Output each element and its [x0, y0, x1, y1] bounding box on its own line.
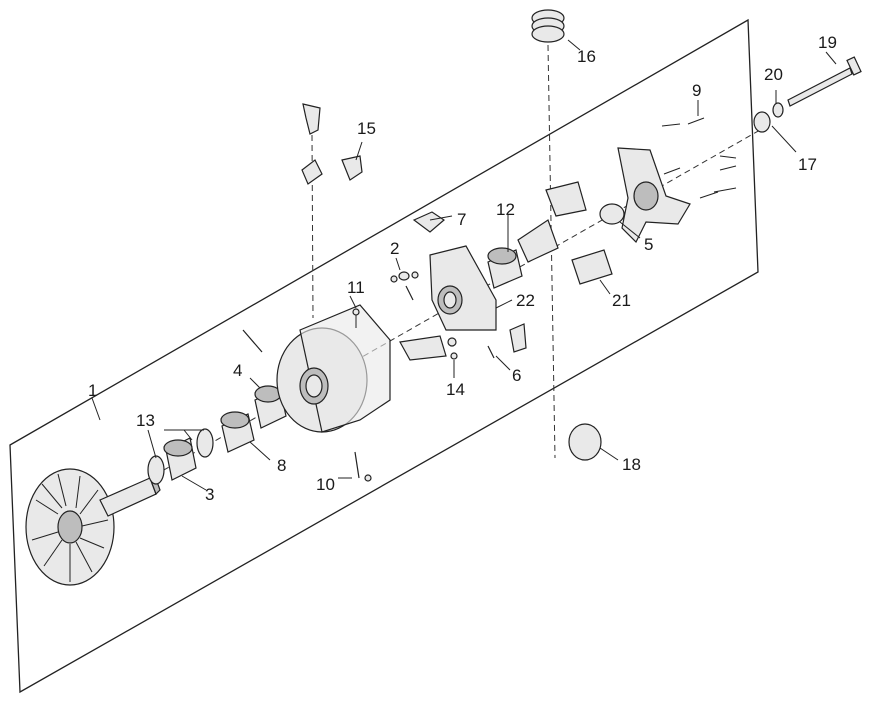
spider-part: [429, 245, 497, 331]
label-20: 20: [764, 65, 783, 84]
label-5: 5: [644, 235, 653, 254]
bearing-part: [220, 411, 255, 453]
roller-7-part: [412, 211, 445, 233]
label-13: 13: [136, 411, 155, 430]
bushing-12-part: [487, 247, 523, 289]
label-2: 2: [390, 239, 399, 258]
label-22: 22: [516, 291, 535, 310]
pin-6-part: [487, 323, 527, 359]
label-8: 8: [277, 456, 286, 475]
label-15: 15: [357, 119, 376, 138]
label-7: 7: [457, 210, 466, 229]
leader-lines: [91, 39, 837, 491]
pin-part: [242, 329, 263, 353]
ramp-shoes-part: [517, 181, 613, 285]
washer-20-part: [772, 102, 784, 118]
label-14: 14: [446, 380, 465, 399]
roller-assembly-14-part: [399, 335, 458, 361]
label-10: 10: [316, 475, 335, 494]
snap-rings-part: [147, 428, 214, 485]
cover-plate-part: [617, 147, 691, 244]
rollers-2-part: [390, 271, 419, 301]
bolts-9-part: [661, 117, 737, 199]
bushing-4-part: [254, 385, 287, 429]
nut-17-part: [753, 111, 771, 133]
label-21: 21: [612, 291, 631, 310]
bushing-part: [163, 437, 197, 481]
label-3: 3: [205, 485, 214, 504]
label-1: 1: [88, 381, 97, 400]
axis-guide-16-18: [547, 44, 556, 459]
fixed-sheave-part: [25, 468, 161, 586]
label-12: 12: [496, 200, 515, 219]
label-9: 9: [692, 81, 701, 100]
label-19: 19: [818, 33, 837, 52]
screw-11-part: [352, 308, 360, 328]
label-11: 11: [347, 278, 365, 297]
assembly-frame: [9, 18, 759, 694]
label-17: 17: [798, 155, 817, 174]
pin-10-part: [354, 451, 372, 482]
label-4: 4: [233, 361, 242, 380]
label-16: 16: [577, 47, 596, 66]
bolt-19-part: [787, 56, 862, 107]
bushing-5-part: [599, 203, 625, 225]
washer-18-part: [568, 423, 602, 461]
label-6: 6: [512, 366, 521, 385]
spring-part: [531, 9, 565, 43]
label-18: 18: [622, 455, 641, 474]
movable-sheave-part: [276, 304, 391, 433]
cam-weights-part: [301, 103, 363, 185]
